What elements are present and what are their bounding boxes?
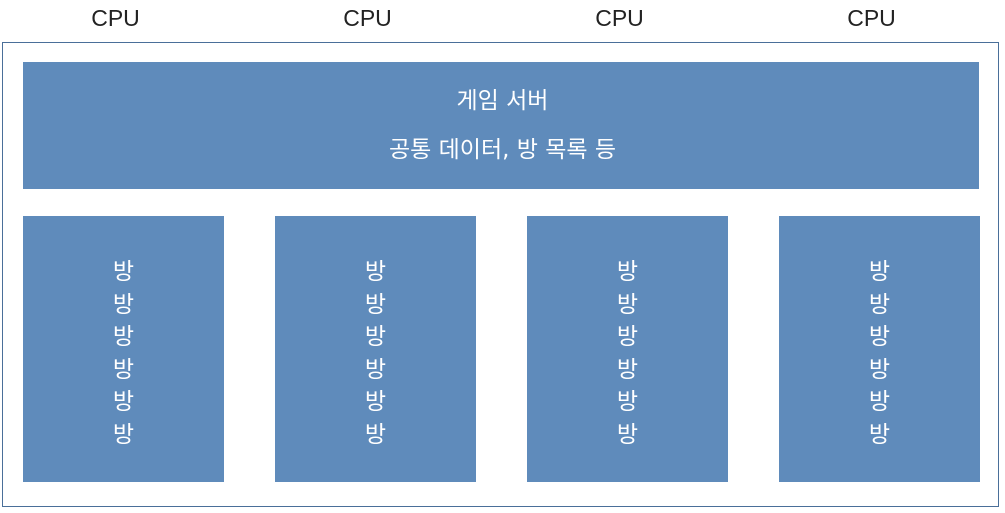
room-item: 방 [616, 389, 639, 415]
server-title: 게임 서버 [456, 88, 549, 114]
server-subtitle: 공통 데이터, 방 목록 등 [389, 137, 616, 163]
room-column-2 [275, 216, 476, 482]
room-item: 방 [112, 356, 135, 383]
room-item: 방 [112, 259, 135, 285]
room-item: 방 [112, 421, 135, 448]
server-shared-box [23, 62, 979, 189]
room-list-1: 방 방 방 방 방 방 [23, 256, 224, 451]
room-item: 방 [868, 324, 891, 350]
room-item: 방 [364, 356, 387, 383]
room-item: 방 [364, 291, 387, 318]
room-item: 방 [364, 259, 387, 285]
room-item: 방 [112, 291, 135, 318]
room-item: 방 [616, 259, 639, 285]
room-item: 방 [364, 324, 387, 350]
room-list-3: 방 방 방 방 방 방 [527, 256, 728, 451]
room-item: 방 [112, 324, 135, 350]
room-item: 방 [616, 356, 639, 383]
room-item: 방 [364, 389, 387, 415]
room-list-4: 방 방 방 방 방 방 [779, 256, 980, 451]
room-item: 방 [868, 259, 891, 285]
cpu-label-3: CPU [595, 5, 644, 31]
cpu-label-2: CPU [343, 5, 392, 31]
room-item: 방 [616, 421, 639, 448]
room-item: 방 [616, 324, 639, 350]
room-item: 방 [868, 421, 891, 448]
cpu-label-1: CPU [91, 5, 140, 31]
room-item: 방 [112, 389, 135, 415]
room-list-2: 방 방 방 방 방 방 [275, 256, 476, 451]
room-column-1 [23, 216, 224, 482]
room-item: 방 [868, 389, 891, 415]
room-item: 방 [868, 291, 891, 318]
room-item: 방 [364, 421, 387, 448]
room-item: 방 [868, 356, 891, 383]
room-item: 방 [616, 291, 639, 318]
room-column-4 [779, 216, 980, 482]
cpu-label-4: CPU [847, 5, 896, 31]
room-column-3 [527, 216, 728, 482]
